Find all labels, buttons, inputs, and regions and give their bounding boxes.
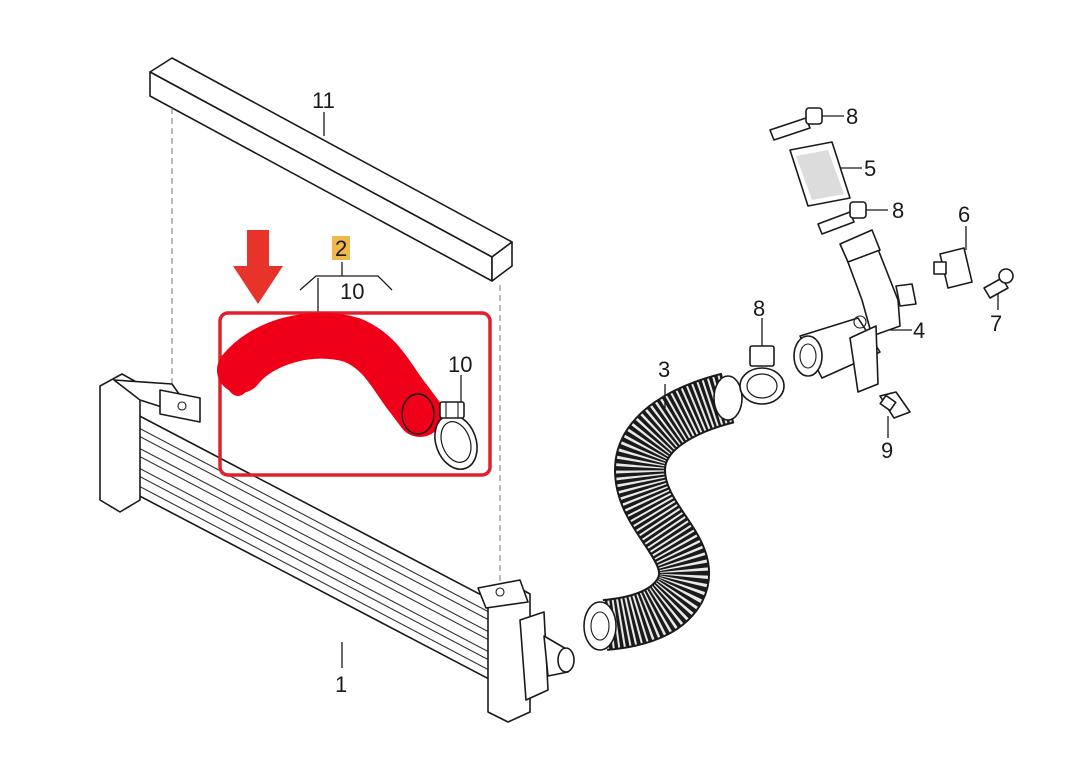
callout-3: 3 [658,357,670,382]
callout-7: 7 [990,311,1002,336]
red-charge-air-hose [217,312,443,437]
part-2-label-highlight [332,236,350,260]
callout-8-right: 8 [892,198,904,223]
coolant-pipe-part-4: 4 [793,229,925,393]
screw-part-7: 7 [983,268,1014,336]
callout-1: 1 [335,672,347,697]
clamp-part-8-middle: 8 [739,296,785,405]
callout-6: 6 [958,202,970,227]
support-bar-part-11 [149,57,513,282]
callout-11: 11 [312,88,335,113]
callout-10-group: 10 [340,279,364,304]
callout-group-2-10: 2 10 [299,236,393,325]
hose-part-3: 3 [583,357,743,651]
alignment-lines [171,108,501,585]
callout-8-middle: 8 [753,296,765,321]
callout-8-top: 8 [846,104,858,129]
sensor-part-6: 6 [933,202,973,289]
callout-4: 4 [913,318,925,343]
bolt-part-8-right: 8 [817,198,904,235]
down-arrow-icon [233,230,283,304]
callout-5: 5 [864,156,876,181]
gasket-part-5: 5 [789,141,876,207]
intercooler-part-1 [99,373,575,723]
callout-11-group: 11 [312,88,335,136]
callout-2: 2 [335,236,347,261]
highlight-frame [218,311,492,477]
callout-10-clamp: 10 [448,352,472,377]
bolt-part-9: 9 [879,391,911,463]
callout-1-group: 1 [335,642,347,697]
callout-9: 9 [881,438,893,463]
hose-clamp-part-10: 10 [434,352,478,470]
bolt-part-8-top: 8 [769,104,858,141]
